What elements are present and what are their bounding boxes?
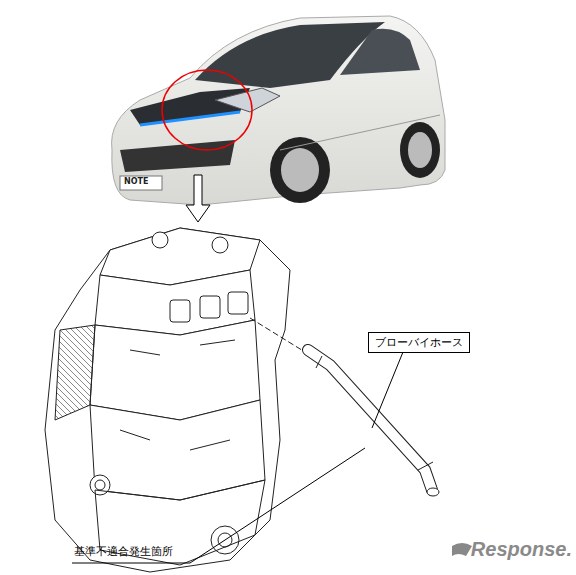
leader-line <box>72 448 365 563</box>
plate-text: NOTE <box>124 177 148 186</box>
assembly-line <box>250 318 305 352</box>
label-box: ブローバイホース <box>368 332 470 353</box>
part-name: ブローバイホース <box>375 335 463 350</box>
highlight-circle <box>162 70 252 150</box>
blow-by-hose <box>308 350 439 496</box>
watermark-logo <box>452 543 472 556</box>
leader-line <box>372 352 403 428</box>
engine-drawing <box>45 228 290 572</box>
watermark: Response. <box>471 538 572 561</box>
defect-location: 基準不適合発生箇所 <box>74 544 173 559</box>
pointer-arrow <box>186 175 210 222</box>
car-photo <box>112 16 445 205</box>
